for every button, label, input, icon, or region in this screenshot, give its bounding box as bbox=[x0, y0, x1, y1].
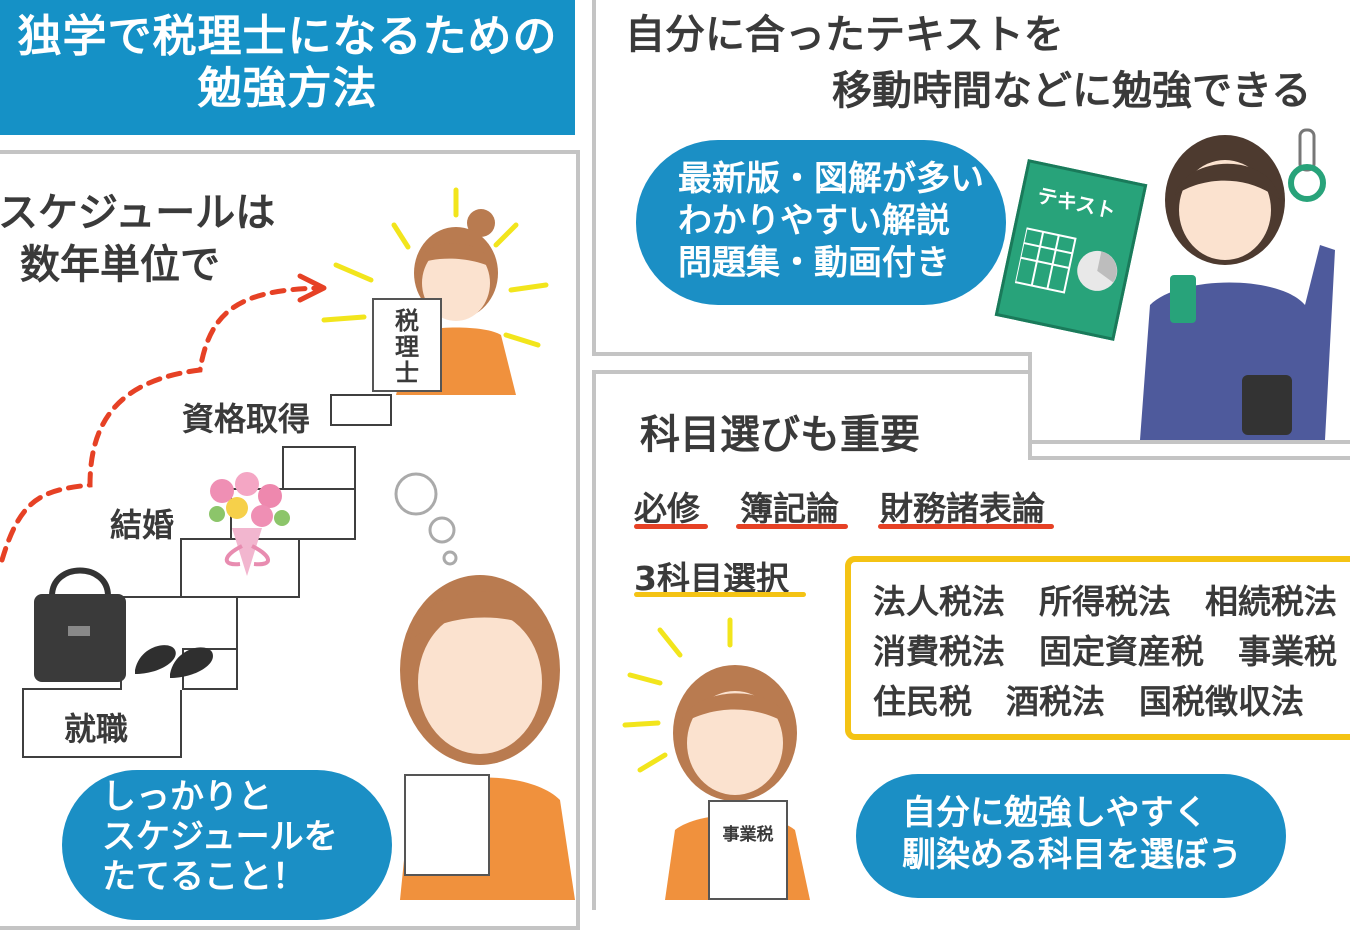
stair-label-job: 就職 bbox=[64, 710, 129, 748]
required-underline-2 bbox=[736, 524, 848, 529]
shoes-icon bbox=[135, 645, 213, 678]
subject-paper: 事業税 bbox=[708, 800, 788, 900]
handbag-icon bbox=[34, 567, 126, 682]
textbook-panel-frame-bottom2 bbox=[1028, 440, 1350, 444]
textbook-bubble-line-2: わかりやすい解説 bbox=[678, 201, 950, 241]
elective-subject: 法人税法 bbox=[873, 582, 1005, 621]
required-underline-3 bbox=[878, 524, 1054, 529]
textbook-book-label: テキスト bbox=[1035, 183, 1118, 224]
stair-label-license: 資格取得 bbox=[182, 400, 311, 438]
textbook-panel-frame-left bbox=[592, 0, 596, 356]
subjects-panel-frame-top2 bbox=[1028, 456, 1350, 460]
elective-row-2: 消費税法固定資産税事業税 bbox=[873, 632, 1350, 672]
stair-step-job bbox=[22, 688, 182, 758]
textbook-panel-frame-bottom bbox=[592, 352, 1032, 356]
elective-subject: 固定資産税 bbox=[1039, 632, 1204, 671]
subjects-speech-bubble: 自分に勉強しやすく 馴染める科目を選ぼう bbox=[856, 774, 1286, 898]
subjects-panel-frame-step bbox=[1028, 370, 1032, 460]
elective-subject: 酒税法 bbox=[1006, 682, 1105, 721]
title-line-1: 独学で税理士になるための bbox=[17, 11, 558, 62]
required-subject-2: 簿記論 bbox=[740, 489, 839, 528]
schedule-bubble-line-1: しっかりと bbox=[102, 777, 272, 817]
schedule-heading-line-2: 数年単位で bbox=[20, 242, 220, 288]
textbook-speech-bubble: 最新版・図解が多い わかりやすい解説 問題集・動画付き bbox=[636, 140, 1006, 305]
stair-label-marriage: 結婚 bbox=[110, 506, 175, 544]
elective-subject: 所得税法 bbox=[1039, 582, 1171, 621]
progress-arrow-icon bbox=[0, 273, 327, 563]
elective-subject: 消費税法 bbox=[873, 632, 1005, 671]
subjects-panel-frame-left bbox=[592, 370, 596, 910]
bouquet-icon bbox=[209, 472, 290, 576]
subjects-heading: 科目選びも重要 bbox=[640, 412, 920, 458]
elective-row-3: 住民税酒税法国税徴収法 bbox=[873, 682, 1338, 722]
required-subject-3: 財務諸表論 bbox=[880, 489, 1045, 528]
elective-label: 3科目選択 bbox=[634, 559, 789, 598]
textbook-heading-line-1: 自分に合ったテキストを bbox=[625, 12, 1064, 58]
schedule-bubble-line-3: たてること！ bbox=[102, 857, 306, 897]
textbook-book: テキスト bbox=[994, 159, 1148, 341]
elective-subject: 事業税 bbox=[1238, 632, 1337, 671]
elective-subject: 国税徴収法 bbox=[1139, 682, 1304, 721]
commuter-woman-illustration bbox=[1140, 128, 1335, 440]
subject-paper-text: 事業税 bbox=[722, 825, 774, 845]
stair-step-5 bbox=[282, 446, 356, 490]
elective-row-1: 法人税法所得税法相続税法 bbox=[873, 582, 1350, 622]
certificate-text: 税理士 bbox=[395, 307, 419, 387]
required-subject-1: 必修 bbox=[634, 489, 700, 528]
schedule-speech-bubble: しっかりと スケジュールを たてること！ bbox=[62, 770, 392, 920]
required-underline-1 bbox=[634, 524, 708, 529]
subjects-bubble-line-1: 自分に勉強しやすく bbox=[902, 793, 1208, 833]
schedule-bubble-line-2: スケジュールを bbox=[102, 817, 338, 857]
schedule-heading-line-1: スケジュールは bbox=[0, 190, 276, 236]
stair-step-license bbox=[330, 394, 392, 426]
elective-subjects-box: 法人税法所得税法相続税法 消費税法固定資産税事業税 住民税酒税法国税徴収法 bbox=[845, 556, 1350, 740]
title-line-2: 勉強方法 bbox=[197, 63, 378, 114]
textbook-heading-line-2: 移動時間などに勉強できる bbox=[832, 68, 1312, 114]
textbook-bubble-line-1: 最新版・図解が多い bbox=[678, 159, 984, 199]
elective-subject: 住民税 bbox=[873, 682, 972, 721]
book-chart-icon bbox=[1013, 227, 1118, 294]
title-banner: 独学で税理士になるための 勉強方法 bbox=[0, 0, 575, 135]
textbook-bubble-line-3: 問題集・動画付き bbox=[678, 243, 950, 283]
certificate-paper: 税理士 bbox=[372, 298, 442, 392]
thinking-woman-illustration bbox=[394, 472, 575, 900]
elective-underline bbox=[634, 592, 806, 597]
subjects-panel-frame-top bbox=[592, 370, 1032, 374]
subjects-bubble-line-2: 馴染める科目を選ぼう bbox=[902, 835, 1242, 875]
elective-subject: 相続税法 bbox=[1205, 582, 1337, 621]
